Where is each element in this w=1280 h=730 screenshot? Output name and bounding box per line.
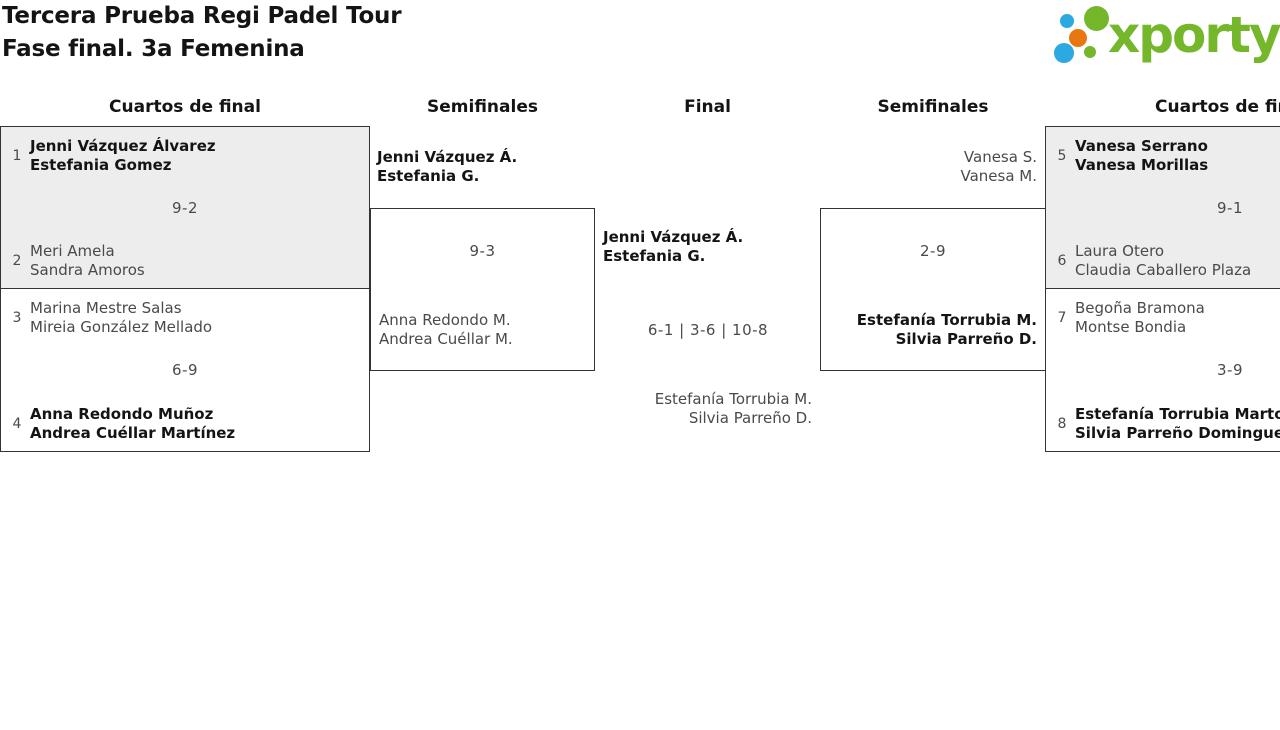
player-name: Estefanía Torrubia M.	[654, 390, 812, 408]
xporty-logo[interactable]: xporty	[1046, 0, 1280, 76]
team-seed-8: 8 Estefanía Torrubia Martos Silvia Parre…	[1055, 405, 1280, 443]
seed-number: 3	[12, 310, 22, 326]
player-name: Begoña Bramona	[1075, 299, 1205, 317]
seed-number: 7	[1057, 310, 1067, 326]
player-name: Estefania G.	[603, 247, 706, 265]
semifinal-right-team2: Estefanía Torrubia M. Silvia Parreño D.	[857, 311, 1037, 349]
match-score: 9-1	[1217, 198, 1243, 217]
logo-dot-orange	[1069, 29, 1087, 47]
player-name: Silvia Parreño D.	[688, 409, 812, 427]
match-score: 2-9	[920, 242, 946, 260]
player-name: Andrea Cuéllar M.	[379, 330, 513, 348]
team-seed-1: 1 Jenni Vázquez Álvarez Estefania Gomez	[10, 137, 216, 175]
final-team1: Jenni Vázquez Á. Estefania G.	[603, 228, 743, 266]
logo-dot-green-small	[1084, 46, 1096, 58]
final-team2: Estefanía Torrubia M. Silvia Parreño D.	[655, 390, 812, 428]
seed-number: 5	[1057, 148, 1067, 164]
player-name: Anna Redondo M.	[379, 311, 511, 329]
column-header-semis-left: Semifinales	[427, 97, 538, 117]
player-name: Mireia González Mellado	[30, 318, 213, 336]
player-name: Silvia Parreño D.	[895, 330, 1037, 348]
team-seed-2: 2 Meri Amela Sandra Amoros	[10, 242, 145, 280]
seed-number: 1	[12, 148, 22, 164]
match-score: 9-2	[172, 198, 198, 217]
player-name: Jenni Vázquez Á.	[377, 148, 518, 166]
match-quarterfinal-2: 3 Marina Mestre Salas Mireia González Me…	[0, 288, 370, 452]
semifinal-left-team2: Anna Redondo M. Andrea Cuéllar M.	[379, 311, 513, 349]
match-quarterfinal-3: 5 Vanesa Serrano Vanesa Morillas 9-1 6 L…	[1045, 126, 1280, 289]
seed-number: 2	[12, 253, 22, 269]
team-seed-5: 5 Vanesa Serrano Vanesa Morillas	[1055, 137, 1209, 175]
player-name: Vanesa M.	[960, 167, 1037, 185]
player-name: Laura Otero	[1075, 242, 1165, 260]
column-header-final: Final	[684, 97, 731, 117]
team-seed-6: 6 Laura Otero Claudia Caballero Plaza	[1055, 242, 1252, 280]
column-header-semis-right: Semifinales	[877, 97, 989, 117]
seed-number: 4	[12, 416, 22, 432]
logo-dot-blue-small	[1060, 14, 1074, 28]
player-name: Estefanía Torrubia M.	[856, 311, 1037, 329]
team-seed-3: 3 Marina Mestre Salas Mireia González Me…	[10, 299, 213, 337]
player-name: Anna Redondo Muñoz	[30, 405, 214, 423]
player-name: Claudia Caballero Plaza	[1075, 261, 1252, 279]
player-name: Vanesa Serrano	[1075, 137, 1208, 155]
player-name: Andrea Cuéllar Martínez	[30, 424, 236, 442]
player-name: Vanesa S.	[963, 148, 1037, 166]
player-name: Estefania G.	[377, 167, 480, 185]
seed-number: 6	[1057, 253, 1067, 269]
player-name: Silvia Parreño Dominguez	[1075, 424, 1280, 442]
logo-dot-green-large	[1084, 6, 1109, 31]
logo-dot-blue-large	[1054, 43, 1074, 63]
team-seed-7: 7 Begoña Bramona Montse Bondia	[1055, 299, 1205, 337]
player-name: Vanesa Morillas	[1075, 156, 1209, 174]
match-quarterfinal-4: 7 Begoña Bramona Montse Bondia 3-9 8 Est…	[1045, 288, 1280, 452]
player-name: Estefanía Torrubia Martos	[1075, 405, 1280, 423]
match-semifinal-right: 2-9 Estefanía Torrubia M. Silvia Parreño…	[820, 208, 1046, 371]
player-name: Meri Amela	[30, 242, 115, 260]
match-score: 3-9	[1217, 361, 1243, 379]
phase-name: Fase final. 3a Femenina	[2, 36, 305, 62]
match-quarterfinal-1: 1 Jenni Vázquez Álvarez Estefania Gomez …	[0, 126, 370, 289]
column-header-quarters-right: Cuartos de final	[1155, 97, 1280, 117]
player-name: Jenni Vázquez Álvarez	[30, 137, 216, 155]
match-score: 6-9	[172, 361, 198, 379]
player-name: Sandra Amoros	[30, 261, 145, 279]
player-name: Estefania Gomez	[30, 156, 172, 174]
column-header-quarters-left: Cuartos de final	[109, 97, 261, 117]
tournament-name: Tercera Prueba Regi Padel Tour	[2, 3, 402, 29]
semifinal-left-team1: Jenni Vázquez Á. Estefania G.	[377, 148, 517, 186]
xporty-logo-text: xporty	[1108, 6, 1280, 64]
player-name: Jenni Vázquez Á.	[603, 228, 744, 246]
team-seed-4: 4 Anna Redondo Muñoz Andrea Cuéllar Mart…	[10, 405, 236, 443]
match-score: 9-3	[469, 242, 496, 260]
seed-number: 8	[1057, 416, 1067, 432]
semifinal-right-team1: Vanesa S. Vanesa M.	[960, 148, 1037, 186]
match-semifinal-left: 9-3 Anna Redondo M. Andrea Cuéllar M.	[370, 208, 595, 371]
player-name: Marina Mestre Salas	[30, 299, 182, 317]
player-name: Montse Bondia	[1075, 318, 1187, 336]
final-score: 6-1 | 3-6 | 10-8	[647, 321, 769, 339]
